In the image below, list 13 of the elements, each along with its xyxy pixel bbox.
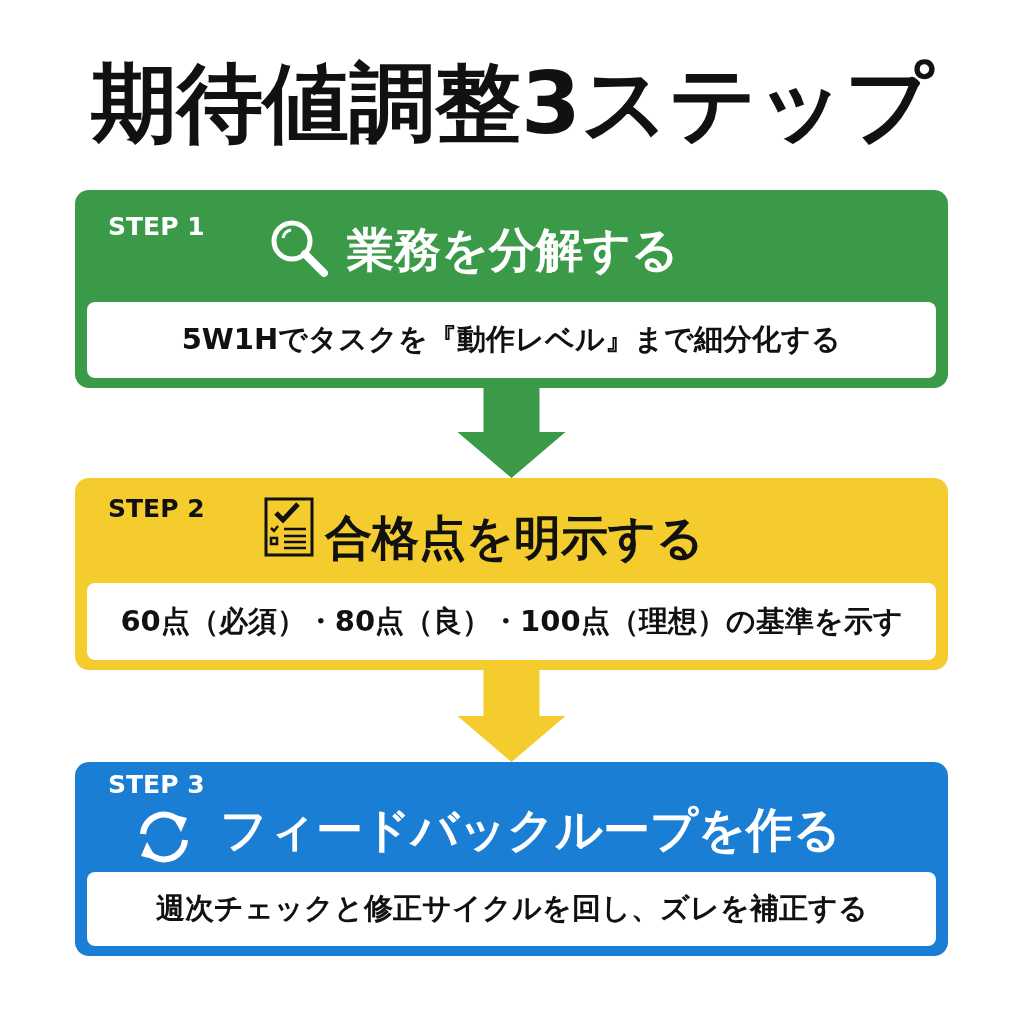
description-box: 週次チェックと修正サイクルを回し、ズレを補正する bbox=[87, 872, 936, 946]
step-label: STEP 1 bbox=[108, 214, 205, 239]
step-label: STEP 3 bbox=[108, 772, 205, 797]
arrow bbox=[457, 670, 566, 762]
step-heading: フィードバックループを作る bbox=[220, 806, 841, 853]
description-box: 5W1Hでタスクを『動作レベル』まで細分化する bbox=[87, 302, 936, 378]
description-box: 60点（必須）・80点（良）・100点（理想）の基準を示す bbox=[87, 583, 936, 660]
arrow bbox=[457, 388, 566, 478]
step-panel bbox=[75, 190, 948, 388]
title: 期待値調整3ステップ bbox=[90, 52, 936, 155]
step-panel bbox=[75, 762, 948, 956]
step-panel bbox=[75, 478, 948, 670]
step-label: STEP 2 bbox=[108, 496, 205, 521]
